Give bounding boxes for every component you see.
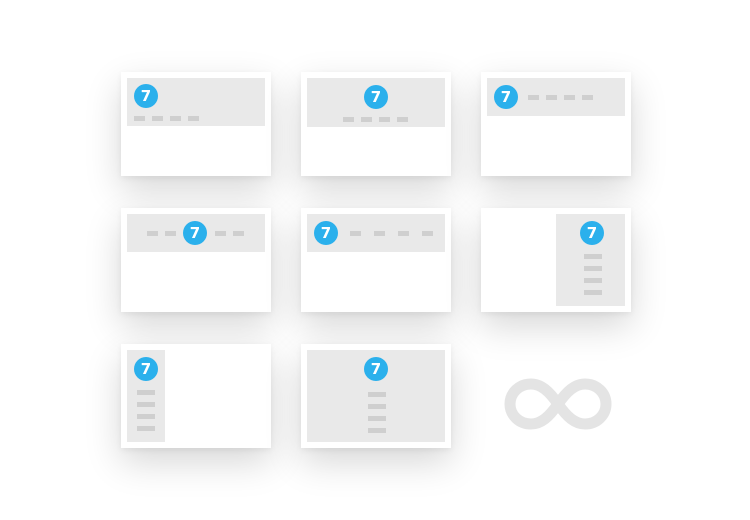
logo-badge: 7	[134, 357, 158, 381]
logo-badge: 7	[580, 221, 604, 245]
menu-item-placeholder	[343, 117, 354, 122]
menu-item-placeholder	[188, 116, 199, 121]
logo-badge: 7	[494, 85, 518, 109]
menu-item-placeholder	[233, 231, 244, 236]
menu-item-placeholder	[584, 290, 602, 295]
menu-item-placeholder	[368, 416, 386, 421]
menu-item-placeholder	[582, 95, 593, 100]
menu-item-placeholder	[584, 266, 602, 271]
layout-option-logo-center-menu-split[interactable]: 7	[121, 208, 271, 312]
logo-badge: 7	[134, 84, 158, 108]
layout-option-sidebar-right[interactable]: 7	[481, 208, 631, 312]
menu-item-placeholder	[147, 231, 158, 236]
layout-option-fullscreen-center[interactable]: 7	[301, 344, 451, 448]
layout-option-logo-center-menu-below[interactable]: 7	[301, 72, 451, 176]
logo-badge: 7	[314, 221, 338, 245]
layout-option-sidebar-left[interactable]: 7	[121, 344, 271, 448]
menu-item-placeholder	[584, 254, 602, 259]
menu-item-placeholder	[368, 404, 386, 409]
menu-item-placeholder	[152, 116, 163, 121]
menu-item-placeholder	[137, 402, 155, 407]
menu-item-placeholder	[137, 414, 155, 419]
menu-item-placeholder	[361, 117, 372, 122]
menu-item-placeholder	[374, 231, 385, 236]
menu-item-placeholder	[137, 426, 155, 431]
menu-item-placeholder	[564, 95, 575, 100]
menu-item-placeholder	[170, 116, 181, 121]
menu-item-placeholder	[422, 231, 433, 236]
layout-option-logo-left-menu-spread[interactable]: 7	[301, 208, 451, 312]
menu-item-placeholder	[584, 278, 602, 283]
menu-item-placeholder	[528, 95, 539, 100]
menu-item-placeholder	[368, 392, 386, 397]
menu-item-placeholder	[165, 231, 176, 236]
menu-item-placeholder	[350, 231, 361, 236]
menu-item-placeholder	[134, 116, 145, 121]
infinity-icon	[503, 376, 613, 437]
menu-item-placeholder	[379, 117, 390, 122]
menu-item-placeholder	[546, 95, 557, 100]
menu-item-placeholder	[397, 117, 408, 122]
logo-badge: 7	[364, 357, 388, 381]
menu-item-placeholder	[368, 428, 386, 433]
logo-badge: 7	[183, 221, 207, 245]
menu-item-placeholder	[215, 231, 226, 236]
layout-option-logo-left-menu-inline[interactable]: 7	[481, 72, 631, 176]
logo-badge: 7	[364, 85, 388, 109]
menu-item-placeholder	[398, 231, 409, 236]
menu-item-placeholder	[137, 390, 155, 395]
layout-option-logo-left-menu-below[interactable]: 7	[121, 72, 271, 176]
